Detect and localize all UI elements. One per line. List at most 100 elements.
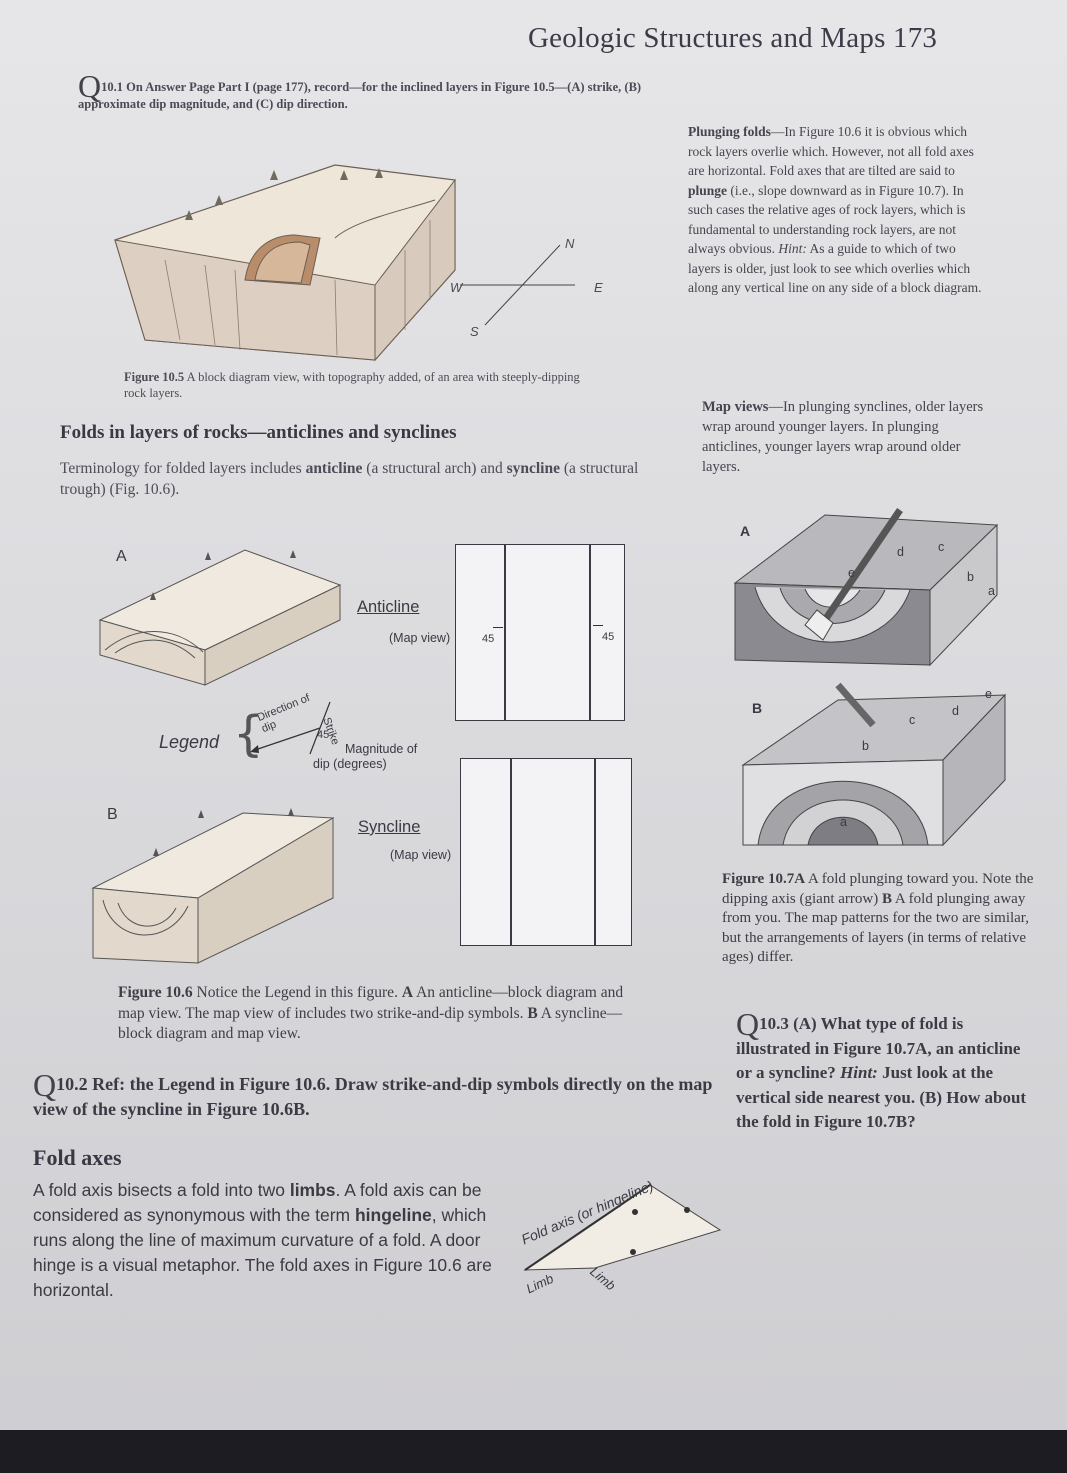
syncline-contact-left [510,759,512,945]
question-10-3-text-1: 10.3 (A) What type of fold is illustrate… [736,1014,1021,1082]
hint-label: Hint: [778,241,807,256]
fold-a-layer-d: d [897,545,904,559]
fold-b-layer-core [807,816,879,846]
fold-b-side [942,693,1006,847]
question-10-2-text: 10.2 Ref: the Legend in Figure 10.6. Dra… [33,1074,713,1119]
fold-a-layer-a: a [988,584,995,598]
question-letter: Q [78,68,102,104]
map-views-paragraph: Map views—In plunging synclines, older l… [702,397,992,477]
question-letter: Q [33,1067,57,1103]
fold-a-arrowhead [804,609,834,641]
legend-strike-dip-symbol [250,701,331,755]
hint-label: Hint: [840,1063,878,1082]
fold-a-layer-b: b [967,570,974,584]
hinge-axis [524,1184,651,1271]
folds-intro: Terminology for folded layers includes a… [60,458,680,500]
tree-icons [185,168,383,220]
contact-line-left [504,545,506,720]
syncline-fold-line-1 [102,899,189,936]
syncline-map-view [460,758,632,946]
fold-axes-text-1: A fold axis bisects a fold into two [33,1180,285,1200]
map-views-label: Map views [702,399,769,415]
anticline-fold-line-2 [114,639,196,659]
legend-dip-arrow [254,727,321,751]
caption-label: Figure 10.5 [124,370,185,384]
fig-10-7-label-a: A [740,523,751,539]
caption-text-a: An anticline—block diagram and map view.… [118,984,624,1022]
fold-a-side [929,523,998,667]
question-10-1-text: 10.1 On Answer Page Part I (page 177), r… [78,80,642,111]
fold-axes-text-2: . A fold axis can be considered as synon… [33,1180,482,1225]
fold-b-layer-e: e [985,687,992,701]
hinge-screw [630,1249,636,1255]
fold-b-layer-a: a [840,815,847,829]
plunge-term: plunge [688,182,728,198]
anticline-side [204,584,341,686]
caption-text: A block diagram view, with topography ad… [124,370,580,400]
plunging-text-2: (i.e., slope downward as in Figure 10.7)… [688,182,966,257]
syncline-block-diagram [91,808,335,964]
compass-n: N [565,236,575,251]
hinge-screw [632,1209,638,1215]
caption-text-1: Notice the Legend in this figure. [196,984,398,1001]
syncline-fold-line-2 [117,902,177,927]
fold-a-layer-e: e [848,566,855,580]
hingeline-term: hingeline [354,1205,432,1225]
compass-s: S [470,324,479,339]
question-10-3: Q10.3 (A) What type of fold is illustrat… [736,1008,1036,1135]
legend-label: Legend [159,732,220,752]
dip-value-right: 45 [602,631,615,643]
anticline-map-view: 45 45 [455,544,625,721]
layer-lines [164,220,431,356]
figure-10-7-caption: Figure 10.7A A fold plunging toward you.… [722,870,1042,968]
plunging-fold-a-diagram [733,508,999,667]
block-side [374,178,456,362]
page-edge-shadow [0,1430,1067,1473]
caption-a: A [401,984,414,1001]
compass-e: E [594,280,603,295]
section-title-fold-axes: Fold axes [33,1145,122,1170]
anticline-map-view-label: (Map view) [389,631,451,645]
caption-text-b: A syncline—block diagram and map view. [118,1004,623,1043]
plunging-text-1: —In Figure 10.6 it is obvious which rock… [688,124,974,178]
plunging-fold-b-diagram [741,682,1007,847]
fold-axes-paragraph: A fold axis bisects a fold into two limb… [33,1178,493,1303]
question-10-3-text-2: Just look at the vertical side nearest y… [736,1063,1027,1131]
limbs-term: limbs [289,1180,336,1200]
fig-10-7-label-b: B [752,700,763,716]
fold-a-layer-c: c [938,540,945,554]
syncline-map-view-label: (Map view) [390,848,452,862]
syncline-label: Syncline [358,818,421,836]
figure-10-5-caption: Figure 10.5 A block diagram view, with t… [124,369,604,401]
ridge-line [334,199,436,239]
folds-text-2: (a structural arch) and [366,460,503,477]
page-header: Geologic Structures and Maps 173 [528,22,938,54]
anticline-tree-icons [150,550,296,600]
strike-dip-symbol-left [493,627,503,629]
caption-label: Figure 10.7A [722,871,806,887]
question-letter: Q [736,1006,760,1042]
caption-label: Figure 10.6 [118,984,193,1001]
door-hinge-diagram [523,1184,722,1271]
fold-b-layer-c: c [909,713,916,727]
fold-a-giant-arrow [822,508,903,622]
anticline-label: Anticline [357,598,420,616]
plunging-folds-paragraph: Plunging folds—In Figure 10.6 it is obvi… [688,122,988,298]
caption-b: B [881,890,892,907]
inclined-layer-inner [254,241,311,284]
syncline-front [92,887,199,964]
plunging-text-3: As a guide to which of two layers is old… [688,241,982,295]
caption-text-a: A fold plunging toward you. Note the dip… [722,871,1034,907]
figure-10-6-caption: Figure 10.6 Notice the Legend in this fi… [118,983,638,1045]
fold-b-layer-b: b [862,739,869,753]
fold-b-layer-d: d [952,704,959,718]
question-10-2: Q10.2 Ref: the Legend in Figure 10.6. Dr… [33,1069,723,1122]
fold-axes-text-3: , which runs along the line of maximum c… [33,1205,492,1300]
syncline-term: syncline [506,460,560,477]
question-10-1: Q10.1 On Answer Page Part I (page 177), … [78,70,658,113]
folds-text-3: (a structural trough) (Fig. 10.6). [60,460,639,498]
syncline-tree-icons [153,808,294,856]
anticline-term: anticline [305,460,363,477]
fold-b-giant-arrow [835,682,876,728]
